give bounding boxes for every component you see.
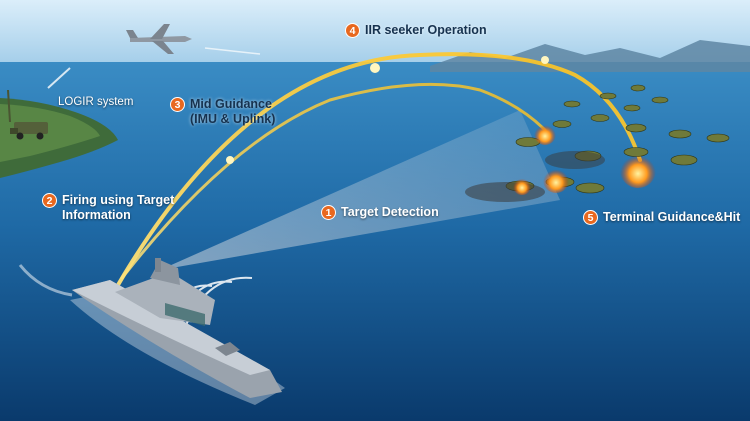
step-3-mid-guidance: 3 Mid Guidance (IMU & Uplink) [170,97,275,127]
missile-terminal [541,56,549,64]
missile-midcourse [226,156,234,164]
step-5-text: Terminal Guidance&Hit [603,210,740,225]
sea [0,62,750,421]
step-5-terminal-guidance: 5 Terminal Guidance&Hit [583,210,740,225]
step-2-firing: 2 Firing using Target Information [42,193,174,223]
step-2-badge: 2 [42,193,57,208]
step-3-line2: (IMU & Uplink) [190,112,275,127]
step-4-iir-seeker: 4 IIR seeker Operation [345,23,487,38]
logir-system-label: LOGIR system [58,96,133,108]
step-4-text: IIR seeker Operation [365,23,487,38]
step-2-line1: Firing using Target [62,193,174,208]
step-4-badge: 4 [345,23,360,38]
step-3-badge: 3 [170,97,185,112]
step-3-line1: Mid Guidance [190,97,275,112]
step-2-line2: Information [62,208,174,223]
step-5-badge: 5 [583,210,598,225]
missile-seeker [370,63,380,73]
step-1-target-detection: 1 Target Detection [321,205,439,220]
step-1-text: Target Detection [341,205,439,220]
step-1-badge: 1 [321,205,336,220]
